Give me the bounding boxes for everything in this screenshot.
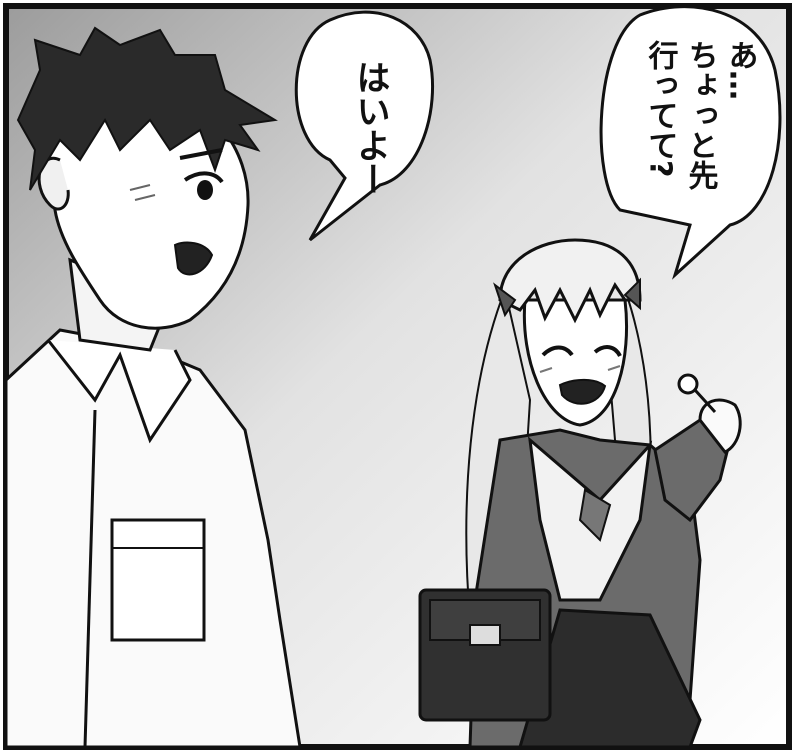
- speech-bubble-left: はいよー: [294, 10, 435, 242]
- speech-bubble-right-line-3: 行ってて?: [643, 40, 680, 177]
- girl-character: [418, 238, 742, 749]
- speech-bubble-right-line-2: ちょっと先: [683, 40, 719, 191]
- speech-bubble-left-text: はいよー: [350, 60, 390, 196]
- speech-bubble-right: あ… ちょっと先 行ってて?: [599, 5, 782, 280]
- boy-character: [4, 26, 302, 749]
- panel-border: [3, 3, 792, 750]
- speech-bubble-right-line-1: あ…: [723, 40, 758, 100]
